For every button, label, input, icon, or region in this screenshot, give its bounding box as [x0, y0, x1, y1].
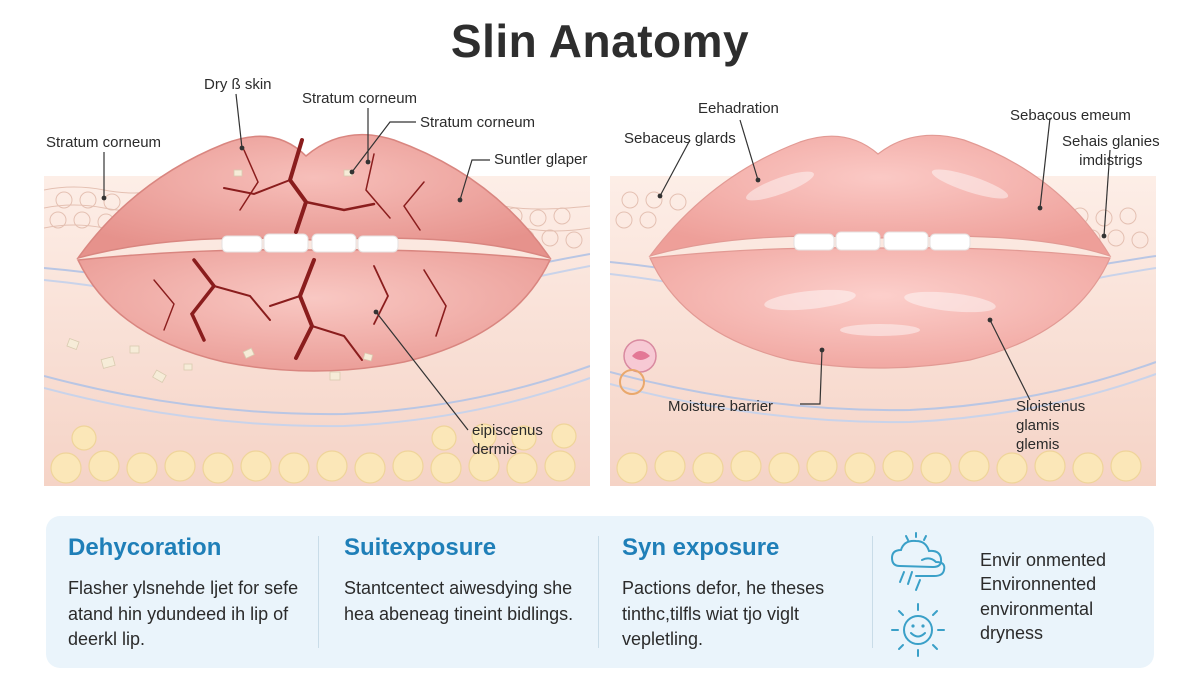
fat-cells: [50, 423, 577, 484]
info-card-syn-exposure: Syn exposure Pactions defor, he theses t…: [622, 516, 872, 668]
teeth-right: [793, 231, 971, 251]
info-body: Pactions defor, he theses tinthc,tilfls …: [622, 578, 825, 650]
label-stratum-corneum-b: Stratum corneum: [46, 134, 162, 151]
fat-cells-right: [616, 450, 1142, 484]
info-body: Flasher ylsnehde ljet for sefe atand hin…: [68, 578, 299, 650]
environment-text: Envir onmented Environnented environment…: [980, 548, 1150, 645]
info-card-dehycoration: Dehycoration Flasher ylsnehde ljet for s…: [68, 516, 318, 668]
info-bar: Dehycoration Flasher ylsnehde ljet for s…: [46, 516, 1154, 668]
info-divider: [318, 536, 319, 648]
info-card-suitexposure: Suitexposure Stantcentect aiwesdying she…: [344, 516, 594, 668]
info-heading: Syn exposure: [622, 534, 780, 561]
label-sehais-line1: Sehais glanies: [1062, 133, 1160, 150]
lower-lip-healthy: [649, 247, 1111, 369]
label-dry-skin: Dry ß skin: [204, 76, 272, 93]
teeth: [221, 233, 399, 253]
info-body: Stantcentect aiwesdying she hea abeneag …: [344, 578, 574, 624]
label-epidermis-line2: dermis: [472, 440, 518, 458]
lip-gloss: [746, 169, 1009, 336]
label-stratum-corneum-c: Stratum corneum: [420, 114, 536, 131]
environment-line1: Envir onmented: [980, 550, 1107, 570]
label-sehais-line2: imdistrigs: [1079, 151, 1143, 169]
label-moisture-barrier: Moisture barrier: [668, 398, 774, 415]
label-sebacous-emeum: Sebacous emeum: [1010, 107, 1131, 124]
environment-line3: environmental: [980, 598, 1094, 619]
environment-line2: Environnented: [980, 574, 1097, 595]
page-title: Slin Anatomy: [450, 15, 750, 67]
label-epidermis-line1: eipiscenus: [472, 422, 543, 439]
skin-flakes: [66, 169, 374, 384]
gland-icon: [619, 339, 657, 395]
label-sebaceus-glards: Sebaceus glards: [624, 130, 736, 147]
environment-line4: dryness: [980, 622, 1044, 643]
lip-cracks: [153, 138, 447, 361]
storm-cloud-icon: [890, 532, 946, 591]
label-sehais-glanies: Sehais glanies imdistrigs: [1062, 133, 1160, 171]
info-heading: Suitexposure: [344, 534, 497, 561]
surface-cells-right: [615, 191, 1149, 249]
label-eehadration: Eehadration: [698, 100, 779, 117]
label-suntler-glaper: Suntler glaper: [494, 151, 588, 168]
info-divider: [872, 536, 873, 648]
label-sloistenus-line3: glemis: [1016, 435, 1060, 453]
info-heading: Dehycoration: [68, 534, 222, 561]
label-sloistenus-line2: glamis: [1016, 416, 1060, 434]
lower-lip-dry: [76, 248, 552, 372]
label-sloistenus-line1: Sloistenus: [1016, 398, 1086, 415]
label-stratum-corneum-a: Stratum corneum: [302, 90, 418, 107]
label-sloistenus: Sloistenus glamis glemis: [1016, 398, 1085, 454]
info-divider: [598, 536, 599, 648]
smiling-sun-icon: [891, 603, 945, 657]
label-epidermis: eipiscenus dermis: [472, 422, 543, 460]
